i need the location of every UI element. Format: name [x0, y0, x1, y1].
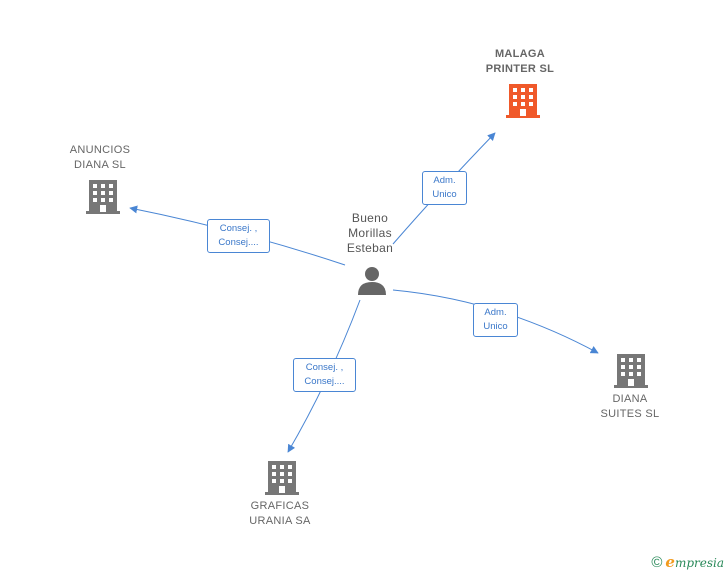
company-label-graficas[interactable]: GRAFICAS URANIA SA — [249, 500, 311, 527]
edge-label-line: Adm. — [484, 307, 507, 318]
edge-label-line: Consej.... — [304, 376, 345, 387]
building-icon[interactable] — [506, 84, 540, 118]
person-label[interactable]: Bueno Morillas Esteban — [346, 211, 394, 255]
brand-footer: ©empresia — [651, 553, 724, 571]
person-icon[interactable] — [358, 267, 386, 295]
edge-label-diana[interactable]: Adm. Unico — [473, 303, 518, 337]
edge-label-line: Consej. , — [305, 362, 344, 373]
copyright-icon: © — [651, 554, 663, 571]
edge-label-malaga[interactable]: Adm. Unico — [422, 171, 467, 205]
edge-label-line: Unico — [432, 189, 457, 200]
company-label-anuncios[interactable]: ANUNCIOS DIANA SL — [69, 144, 131, 171]
company-label-diana[interactable]: DIANA SUITES SL — [600, 393, 660, 420]
company-label-malaga[interactable]: MALAGA PRINTER SL — [485, 48, 555, 75]
edge-label-line: Adm. — [433, 175, 456, 186]
edge-label-anuncios[interactable]: Consej. , Consej.... — [207, 219, 270, 253]
edge-label-line: Consej. , — [219, 223, 258, 234]
building-icon[interactable] — [614, 354, 648, 388]
brand-logo-initial: e — [665, 553, 675, 571]
edge-label-graficas[interactable]: Consej. , Consej.... — [293, 358, 356, 392]
building-icon[interactable] — [265, 461, 299, 495]
edge-label-line: Consej.... — [218, 237, 259, 248]
edge-label-line: Unico — [483, 321, 508, 332]
building-icon[interactable] — [86, 180, 120, 214]
brand-logo-text: mpresia — [674, 556, 724, 570]
